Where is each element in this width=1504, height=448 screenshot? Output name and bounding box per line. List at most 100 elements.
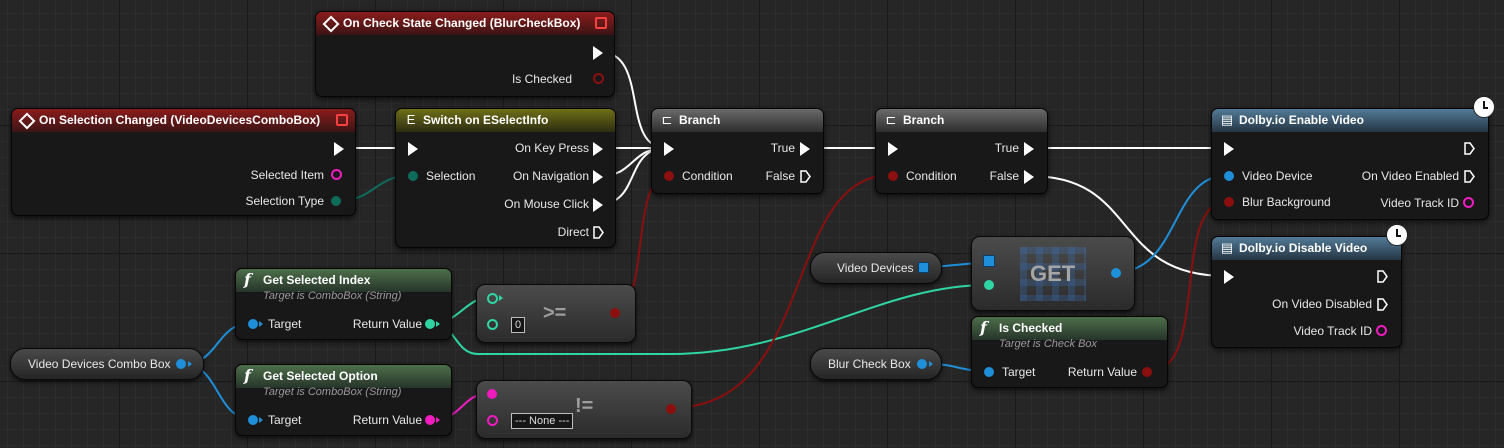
node-title: On Selection Changed (VideoDevicesComboB…: [39, 113, 321, 127]
target-label: Target: [1002, 365, 1036, 379]
node-header: ▤ Dolby.io Enable Video: [1212, 109, 1488, 132]
exec-in-pin[interactable]: [664, 142, 674, 156]
branch-icon: ⊏: [661, 112, 673, 127]
return-value-pin[interactable]: [1142, 367, 1152, 377]
switch-icon: E: [406, 112, 416, 127]
exec-in-pin[interactable]: [1224, 142, 1234, 156]
result-pin[interactable]: [610, 308, 620, 318]
true-exec-pin[interactable]: [800, 142, 810, 156]
object-output-pin-arrow: [929, 361, 933, 367]
video-device-pin[interactable]: [1224, 171, 1234, 181]
a-input-pin[interactable]: [487, 389, 497, 399]
array-input-pin[interactable]: [984, 256, 994, 266]
node-title: Dolby.io Enable Video: [1239, 113, 1364, 127]
video-devices-variable[interactable]: Video Devices: [810, 252, 942, 284]
switch-on-eselectinfo-node[interactable]: E Switch on ESelectInfo Selection On Key…: [395, 108, 616, 248]
node-subtitle: Target is Check Box: [999, 338, 1098, 350]
true-exec-pin[interactable]: [1024, 142, 1034, 156]
get-selected-option-node[interactable]: f Get Selected Option Target is ComboBox…: [235, 364, 452, 436]
video-track-id-pin[interactable]: [1463, 197, 1474, 208]
greater-equal-node[interactable]: 0 >=: [476, 284, 636, 343]
function-icon: ▤: [1220, 240, 1234, 255]
false-label: False: [989, 169, 1019, 183]
exec-out-pin[interactable]: [334, 142, 344, 156]
target-pin-arrow: [259, 417, 263, 423]
return-value-pin-arrow: [436, 417, 440, 423]
selected-item-pin[interactable]: [331, 169, 342, 180]
node-header: f Is Checked Target is Check Box: [972, 317, 1167, 350]
video-devices-combo-box-variable[interactable]: Video Devices Combo Box: [10, 348, 204, 380]
dolby-enable-video-node[interactable]: ▤ Dolby.io Enable Video Video Device Blu…: [1211, 96, 1495, 220]
branch-icon: ⊏: [885, 112, 897, 127]
exec-out-pin[interactable]: [1377, 270, 1388, 283]
array-get-node[interactable]: GET: [971, 236, 1135, 311]
node-title: Get Selected Index: [263, 273, 371, 287]
is-checked-pin[interactable]: [593, 73, 604, 84]
on-navigation-label: On Navigation: [512, 169, 589, 183]
blur-background-pin[interactable]: [1224, 197, 1234, 207]
false-exec-pin[interactable]: [1024, 170, 1034, 184]
on-video-enabled-pin[interactable]: [1464, 170, 1475, 183]
target-pin[interactable]: [248, 319, 258, 329]
return-value-pin[interactable]: [425, 319, 435, 329]
exec-out-pin[interactable]: [593, 46, 603, 60]
dolby-disable-video-node[interactable]: ▤ Dolby.io Disable Video On Video Disabl…: [1211, 224, 1408, 348]
b-input-value[interactable]: 0: [511, 317, 526, 333]
on-video-disabled-pin[interactable]: [1377, 298, 1388, 311]
false-exec-pin[interactable]: [800, 170, 811, 183]
condition-pin[interactable]: [888, 171, 898, 181]
object-output-pin[interactable]: [917, 359, 927, 369]
is-checked-node[interactable]: f Is Checked Target is Check Box Target …: [971, 316, 1168, 388]
latent-clock-icon: [1386, 224, 1408, 246]
delegate-pin-icon[interactable]: [595, 17, 607, 29]
on-selection-changed-node[interactable]: On Selection Changed (VideoDevicesComboB…: [11, 108, 356, 216]
selection-label: Selection: [426, 169, 476, 183]
node-header: On Check State Changed (BlurCheckBox): [316, 12, 614, 35]
target-label: Target: [268, 317, 302, 331]
b-input-pin[interactable]: [487, 415, 498, 426]
exec-in-pin[interactable]: [1224, 270, 1234, 284]
return-value-pin[interactable]: [425, 415, 435, 425]
condition-pin[interactable]: [664, 171, 674, 181]
blur-check-box-variable[interactable]: Blur Check Box: [810, 348, 942, 380]
selection-type-pin[interactable]: [331, 196, 341, 206]
array-output-pin[interactable]: [919, 263, 928, 272]
node-title: Dolby.io Disable Video: [1239, 241, 1368, 255]
is-checked-label: Is Checked: [511, 72, 572, 86]
selection-pin[interactable]: [408, 171, 418, 181]
index-input-pin[interactable]: [984, 280, 994, 290]
get-selected-index-node[interactable]: f Get Selected Index Target is ComboBox …: [235, 268, 452, 340]
direct-label: Direct: [557, 225, 589, 239]
exec-in-pin[interactable]: [408, 142, 418, 156]
direct-pin[interactable]: [593, 226, 604, 239]
video-track-id-pin[interactable]: [1376, 325, 1387, 336]
node-title: On Check State Changed (BlurCheckBox): [343, 16, 581, 30]
node-title: Branch: [679, 113, 721, 127]
on-check-state-changed-node[interactable]: On Check State Changed (BlurCheckBox) Is…: [315, 11, 615, 97]
a-input-pin[interactable]: [487, 293, 498, 304]
object-output-pin[interactable]: [176, 359, 186, 369]
on-navigation-pin[interactable]: [593, 170, 603, 184]
target-pin[interactable]: [984, 367, 994, 377]
object-output-pin-arrow: [188, 361, 192, 367]
not-equal-node[interactable]: --- None --- !=: [476, 380, 692, 439]
function-icon: f: [244, 366, 251, 385]
branch-node-2[interactable]: ⊏ Branch Condition True False: [875, 108, 1048, 194]
on-mouse-click-pin[interactable]: [593, 198, 603, 212]
branch-node-1[interactable]: ⊏ Branch Condition True False: [651, 108, 824, 194]
exec-in-pin[interactable]: [888, 142, 898, 156]
node-title: Get Selected Option: [263, 369, 378, 383]
b-input-value[interactable]: --- None ---: [511, 413, 574, 429]
b-input-pin[interactable]: [487, 319, 498, 330]
video-track-id-label: Video Track ID: [1293, 324, 1372, 338]
node-title: Is Checked: [999, 321, 1063, 335]
exec-out-pin[interactable]: [1464, 142, 1475, 155]
target-pin[interactable]: [248, 415, 258, 425]
on-video-disabled-label: On Video Disabled: [1272, 297, 1372, 311]
delegate-pin-icon[interactable]: [336, 114, 348, 126]
item-output-pin[interactable]: [1111, 268, 1121, 278]
on-key-press-pin[interactable]: [593, 142, 603, 156]
on-key-press-label: On Key Press: [514, 141, 589, 155]
variable-label: Video Devices Combo Box: [28, 357, 171, 371]
result-pin[interactable]: [666, 404, 676, 414]
